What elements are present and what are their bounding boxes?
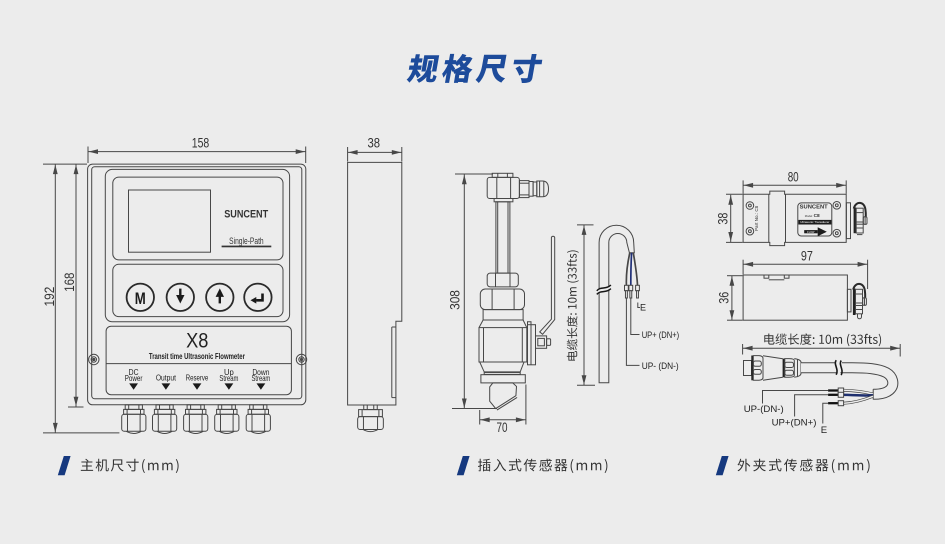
- svg-text:SUNCENT: SUNCENT: [800, 205, 829, 211]
- svg-text:38: 38: [716, 212, 731, 224]
- svg-text:Reserve: Reserve: [186, 374, 209, 383]
- svg-text:UP- (DN-): UP- (DN-): [642, 361, 679, 372]
- svg-text:36: 36: [716, 291, 731, 303]
- svg-text:UP-(DN-): UP-(DN-): [744, 404, 784, 415]
- svg-text:308: 308: [448, 290, 463, 310]
- svg-text:Ultrasonic Transducer: Ultrasonic Transducer: [800, 220, 829, 224]
- svg-text:Transit time Ultrasonic Flowme: Transit time Ultrasonic Flowmeter: [149, 351, 246, 361]
- svg-text:FLOW: FLOW: [807, 231, 815, 234]
- svg-text:UP+(DN+): UP+(DN+): [772, 418, 817, 429]
- svg-text:Stream: Stream: [252, 374, 271, 383]
- svg-text:70: 70: [497, 420, 508, 435]
- svg-text:80: 80: [788, 170, 799, 185]
- svg-text:UP+ (DN+): UP+ (DN+): [642, 330, 680, 341]
- svg-text:158: 158: [192, 135, 210, 150]
- svg-text:Output: Output: [156, 374, 177, 383]
- svg-text:Power: Power: [125, 374, 143, 383]
- svg-text:E: E: [821, 425, 827, 436]
- svg-text:192: 192: [42, 287, 57, 307]
- svg-text:Stream: Stream: [219, 374, 238, 383]
- svg-text:168: 168: [62, 272, 77, 291]
- svg-text:Down: Down: [252, 368, 269, 377]
- svg-text:97: 97: [801, 248, 813, 263]
- svg-text:Model:: Model:: [805, 214, 813, 218]
- svg-text:X8: X8: [186, 329, 208, 353]
- svg-text:DC: DC: [129, 368, 139, 377]
- svg-text:M: M: [135, 289, 146, 308]
- svg-text:Single-Path: Single-Path: [229, 236, 264, 246]
- svg-text:SUNCENT: SUNCENT: [224, 208, 268, 220]
- svg-text:E: E: [640, 303, 646, 313]
- svg-text:C8: C8: [814, 213, 820, 219]
- svg-text:38: 38: [368, 135, 381, 150]
- svg-text:Up: Up: [224, 368, 234, 377]
- svg-text:Part No.: C8: Part No.: C8: [754, 205, 759, 231]
